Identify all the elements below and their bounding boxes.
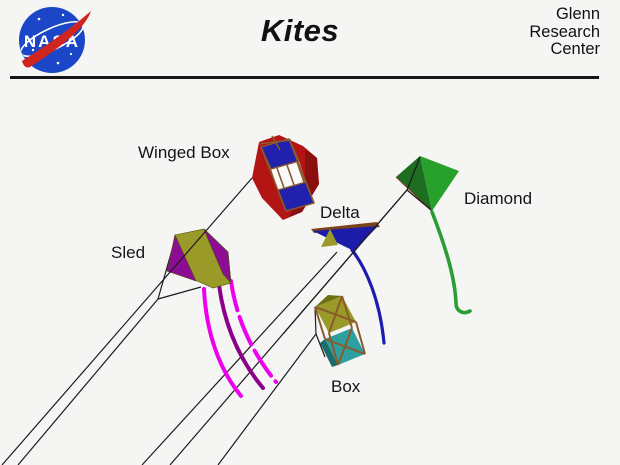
- box-strut: [355, 321, 366, 355]
- delta-towline: [141, 251, 338, 465]
- sled-right-panel: [203, 228, 232, 284]
- label-diamond: Diamond: [464, 189, 533, 208]
- delta-kite: [311, 222, 380, 251]
- org-name-line: Research: [529, 22, 600, 41]
- sled-streamer-right: [229, 279, 278, 384]
- box-strut: [314, 306, 326, 340]
- sled-streamer-middle: [217, 283, 265, 390]
- kite-strings-overlay: [1, 156, 432, 465]
- header-rule: [10, 76, 599, 79]
- delta-keel: [321, 229, 338, 247]
- sled-kite: [166, 228, 232, 289]
- winged-box-strut: [271, 135, 281, 151]
- kite-tails: [202, 210, 472, 398]
- box-strut: [341, 295, 353, 329]
- sled-streamer-left: [202, 287, 243, 398]
- diamond-right-face: [420, 156, 459, 211]
- sled-towline: [17, 298, 159, 465]
- winged-box-strut: [288, 138, 315, 204]
- box-bottom-cell-shade: [320, 339, 338, 367]
- label-sled: Sled: [111, 243, 146, 262]
- sled-left-panel: [166, 234, 197, 282]
- winged-box-strut: [286, 164, 295, 186]
- org-name-line: Center: [550, 40, 600, 58]
- org-name: Glenn Research Center: [529, 5, 600, 59]
- winged-box-wing-shade: [289, 149, 319, 217]
- box-top-cell-facet: [315, 295, 342, 307]
- box-strut: [337, 327, 353, 366]
- box-bridle-leg-bottom: [315, 333, 326, 358]
- page-title: Kites: [260, 13, 340, 48]
- box-bridle-leg-top: [314, 306, 317, 335]
- diamond-bridle-leg-top: [406, 156, 421, 191]
- box-kite: [314, 295, 366, 367]
- sled-bridle-leg-bottom: [157, 286, 202, 300]
- delta-tail: [350, 248, 386, 345]
- winged-box-strut: [296, 161, 305, 183]
- winged-box-struts: [258, 135, 315, 212]
- diamond-tail: [430, 210, 472, 315]
- winged-box-strut: [260, 146, 287, 212]
- winged-box-kite: [252, 135, 319, 220]
- nasa-logo-swoosh: [22, 11, 91, 68]
- winged-box-strut: [276, 167, 285, 189]
- diamond-towline-upper: [282, 189, 408, 335]
- winged-box-window: [271, 161, 306, 190]
- diamond-kite: [395, 156, 459, 212]
- nasa-logo: NASA: [19, 7, 91, 73]
- box-strut: [328, 295, 343, 334]
- box-struts: [314, 295, 366, 366]
- org-name-line: Glenn: [555, 5, 600, 23]
- winged-box-towline: [1, 177, 253, 465]
- label-delta: Delta: [320, 203, 360, 222]
- box-towline: [217, 333, 317, 465]
- diamond-bridle-leg-bottom: [406, 189, 432, 211]
- nasa-logo-stars: [31, 13, 76, 65]
- box-strut: [328, 332, 339, 366]
- label-winged-box: Winged Box: [138, 143, 230, 162]
- label-box: Box: [331, 377, 361, 396]
